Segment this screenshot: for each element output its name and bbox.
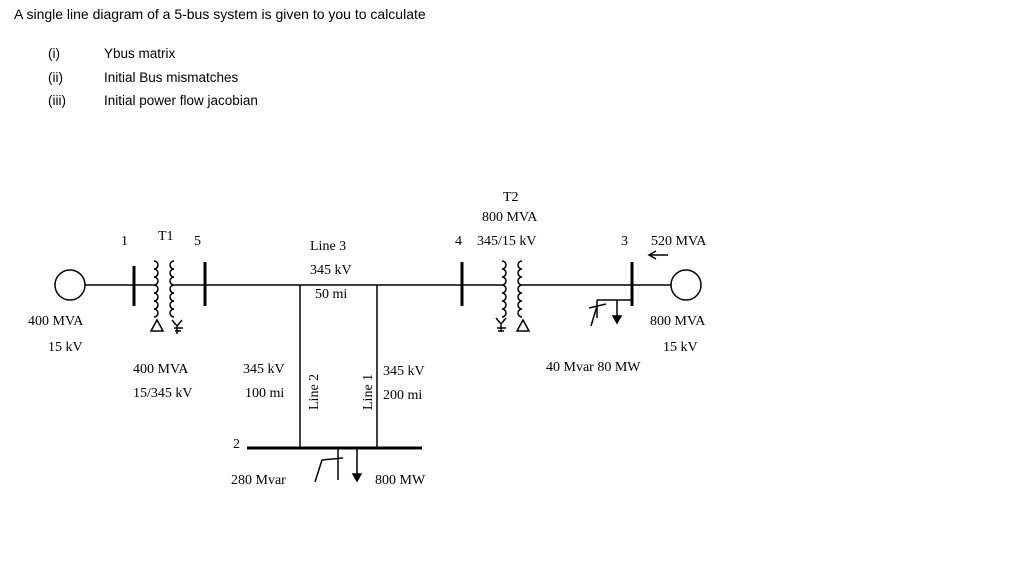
generator-3-symbol: [670, 269, 702, 301]
grounded-wye-symbol: [171, 319, 183, 334]
bus2-mvar-label: 280 Mvar: [231, 473, 286, 488]
t2-secondary-winding: [517, 260, 523, 318]
t1-kv-label: 15/345 kV: [133, 386, 193, 401]
question-list: (i) Ybus matrix (ii) Initial Bus mismatc…: [48, 42, 258, 113]
t2-mva-label: 800 MVA: [482, 210, 538, 225]
bus3-load-label: 40 Mvar 80 MW: [546, 360, 641, 375]
gen1-mva-label: 400 MVA: [28, 314, 84, 329]
question-item-label: Initial power flow jacobian: [104, 93, 258, 109]
question-item-label: Initial Bus mismatches: [104, 69, 239, 85]
delta-symbol: [149, 318, 165, 332]
t1-primary-winding: [153, 260, 159, 318]
line1-name-label: Line 1: [361, 374, 376, 410]
line1-kv-label: 345 kV: [383, 364, 425, 379]
bus3-q-hook: [588, 303, 607, 309]
gen1-kv-label: 15 kV: [48, 340, 83, 355]
line2-length-label: 100 mi: [245, 386, 284, 401]
generator-1-symbol: [54, 269, 86, 301]
t1-secondary-winding: [169, 260, 175, 318]
question-item-label: Ybus matrix: [104, 46, 176, 62]
question-text: A single line diagram of a 5-bus system …: [14, 6, 426, 22]
gen3-output-arrowhead: [647, 250, 657, 260]
bus2-q-tail: [314, 459, 323, 483]
line3-name-label: Line 3: [310, 239, 346, 254]
line2-kv-label: 345 kV: [243, 362, 285, 377]
t2-primary-winding: [501, 260, 507, 318]
line2-name-label: Line 2: [307, 374, 322, 410]
bus2-q-hook: [321, 457, 344, 461]
gen3-kv-label: 15 kV: [663, 340, 698, 355]
t2-name-label: T2: [503, 190, 519, 205]
question-item-number: (ii): [48, 69, 63, 85]
bus3-q-tail: [590, 305, 598, 327]
gen3-output-mva-label: 520 MVA: [651, 234, 707, 249]
delta-symbol: [515, 318, 531, 332]
bus-3-label: 3: [621, 234, 628, 249]
line3-kv-label: 345 kV: [310, 263, 352, 278]
question-item-2: (ii) Initial Bus mismatches: [48, 66, 258, 90]
question-item-1: (i) Ybus matrix: [48, 42, 258, 66]
line3-length-label: 50 mi: [315, 287, 347, 302]
bus2-p-arrowhead: [351, 473, 363, 483]
bus-2-label: 2: [233, 437, 240, 452]
bus-1-label: 1: [121, 234, 128, 249]
t1-mva-label: 400 MVA: [133, 362, 189, 377]
gen3-mva-label: 800 MVA: [650, 314, 706, 329]
line1-length-label: 200 mi: [383, 388, 422, 403]
bus-5-label: 5: [194, 234, 201, 249]
question-item-number: (iii): [48, 93, 66, 109]
t2-kv-label: 345/15 kV: [477, 234, 537, 249]
t1-name-label: T1: [158, 229, 174, 244]
grounded-wye-symbol: [495, 317, 507, 332]
bus2-mw-label: 800 MW: [375, 473, 426, 488]
bus-4-label: 4: [455, 234, 462, 249]
bus3-p-arrowhead: [611, 315, 623, 325]
question-item-number: (i): [48, 46, 60, 62]
question-item-3: (iii) Initial power flow jacobian: [48, 89, 258, 113]
